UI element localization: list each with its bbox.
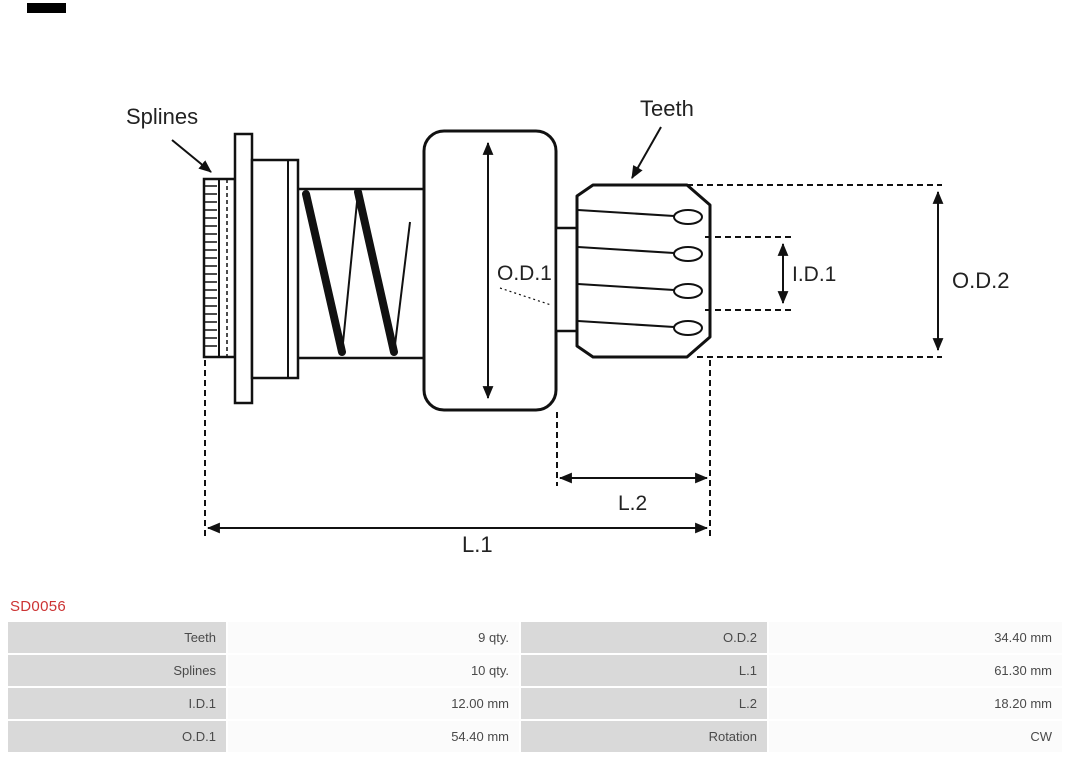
l1-dimension-label: L.1 bbox=[462, 532, 493, 557]
teeth-callout: Teeth bbox=[631, 96, 694, 179]
od2-dimension: O.D.2 bbox=[932, 190, 1009, 352]
clutch-housing: O.D.1 bbox=[422, 129, 558, 412]
spec-label-teeth: Teeth bbox=[8, 622, 226, 653]
spec-label-od1: O.D.1 bbox=[8, 721, 226, 752]
construction-lines bbox=[204, 184, 942, 536]
spec-value-teeth: 9 qty. bbox=[228, 622, 519, 653]
spec-value-id1: 12.00 mm bbox=[228, 688, 519, 719]
splines-pointer-arrow bbox=[171, 139, 212, 173]
logo-mark bbox=[27, 3, 66, 13]
spec-value-l1: 61.30 mm bbox=[769, 655, 1062, 686]
drive-flange bbox=[233, 132, 300, 405]
spec-label-splines: Splines bbox=[8, 655, 226, 686]
spec-label-od2: O.D.2 bbox=[521, 622, 767, 653]
l1-dimension: L.1 bbox=[206, 522, 709, 557]
spec-value-splines: 10 qty. bbox=[228, 655, 519, 686]
l2-dimension-label: L.2 bbox=[618, 492, 647, 515]
part-number: SD0056 bbox=[10, 598, 67, 615]
starter-drive-diagram: O.D.1 O.D.2 I.D.1 L.2 bbox=[126, 96, 1009, 557]
splined-shaft bbox=[202, 177, 237, 359]
splines-callout: Splines bbox=[126, 104, 212, 173]
teeth-label: Teeth bbox=[640, 96, 694, 121]
teeth-pointer-arrow bbox=[631, 126, 662, 179]
pinion-shaft bbox=[554, 226, 580, 333]
spec-value-rotation: CW bbox=[769, 721, 1062, 752]
spec-value-od1: 54.40 mm bbox=[228, 721, 519, 752]
spec-label-id1: I.D.1 bbox=[8, 688, 226, 719]
l2-dimension: L.2 bbox=[558, 472, 709, 515]
spec-label-l2: L.2 bbox=[521, 688, 767, 719]
splines-label: Splines bbox=[126, 104, 198, 129]
spec-label-rotation: Rotation bbox=[521, 721, 767, 752]
spring bbox=[298, 187, 424, 360]
pinion-gear bbox=[575, 183, 712, 359]
spec-table: Teeth 9 qty. O.D.2 34.40 mm Splines 10 q… bbox=[8, 622, 1062, 752]
spec-value-l2: 18.20 mm bbox=[769, 688, 1062, 719]
od2-dimension-label: O.D.2 bbox=[952, 268, 1009, 293]
spec-label-l1: L.1 bbox=[521, 655, 767, 686]
id1-dimension-label: I.D.1 bbox=[792, 263, 836, 286]
id1-dimension: I.D.1 bbox=[777, 242, 836, 305]
spec-value-od2: 34.40 mm bbox=[769, 622, 1062, 653]
od1-dimension-label: O.D.1 bbox=[497, 262, 552, 285]
